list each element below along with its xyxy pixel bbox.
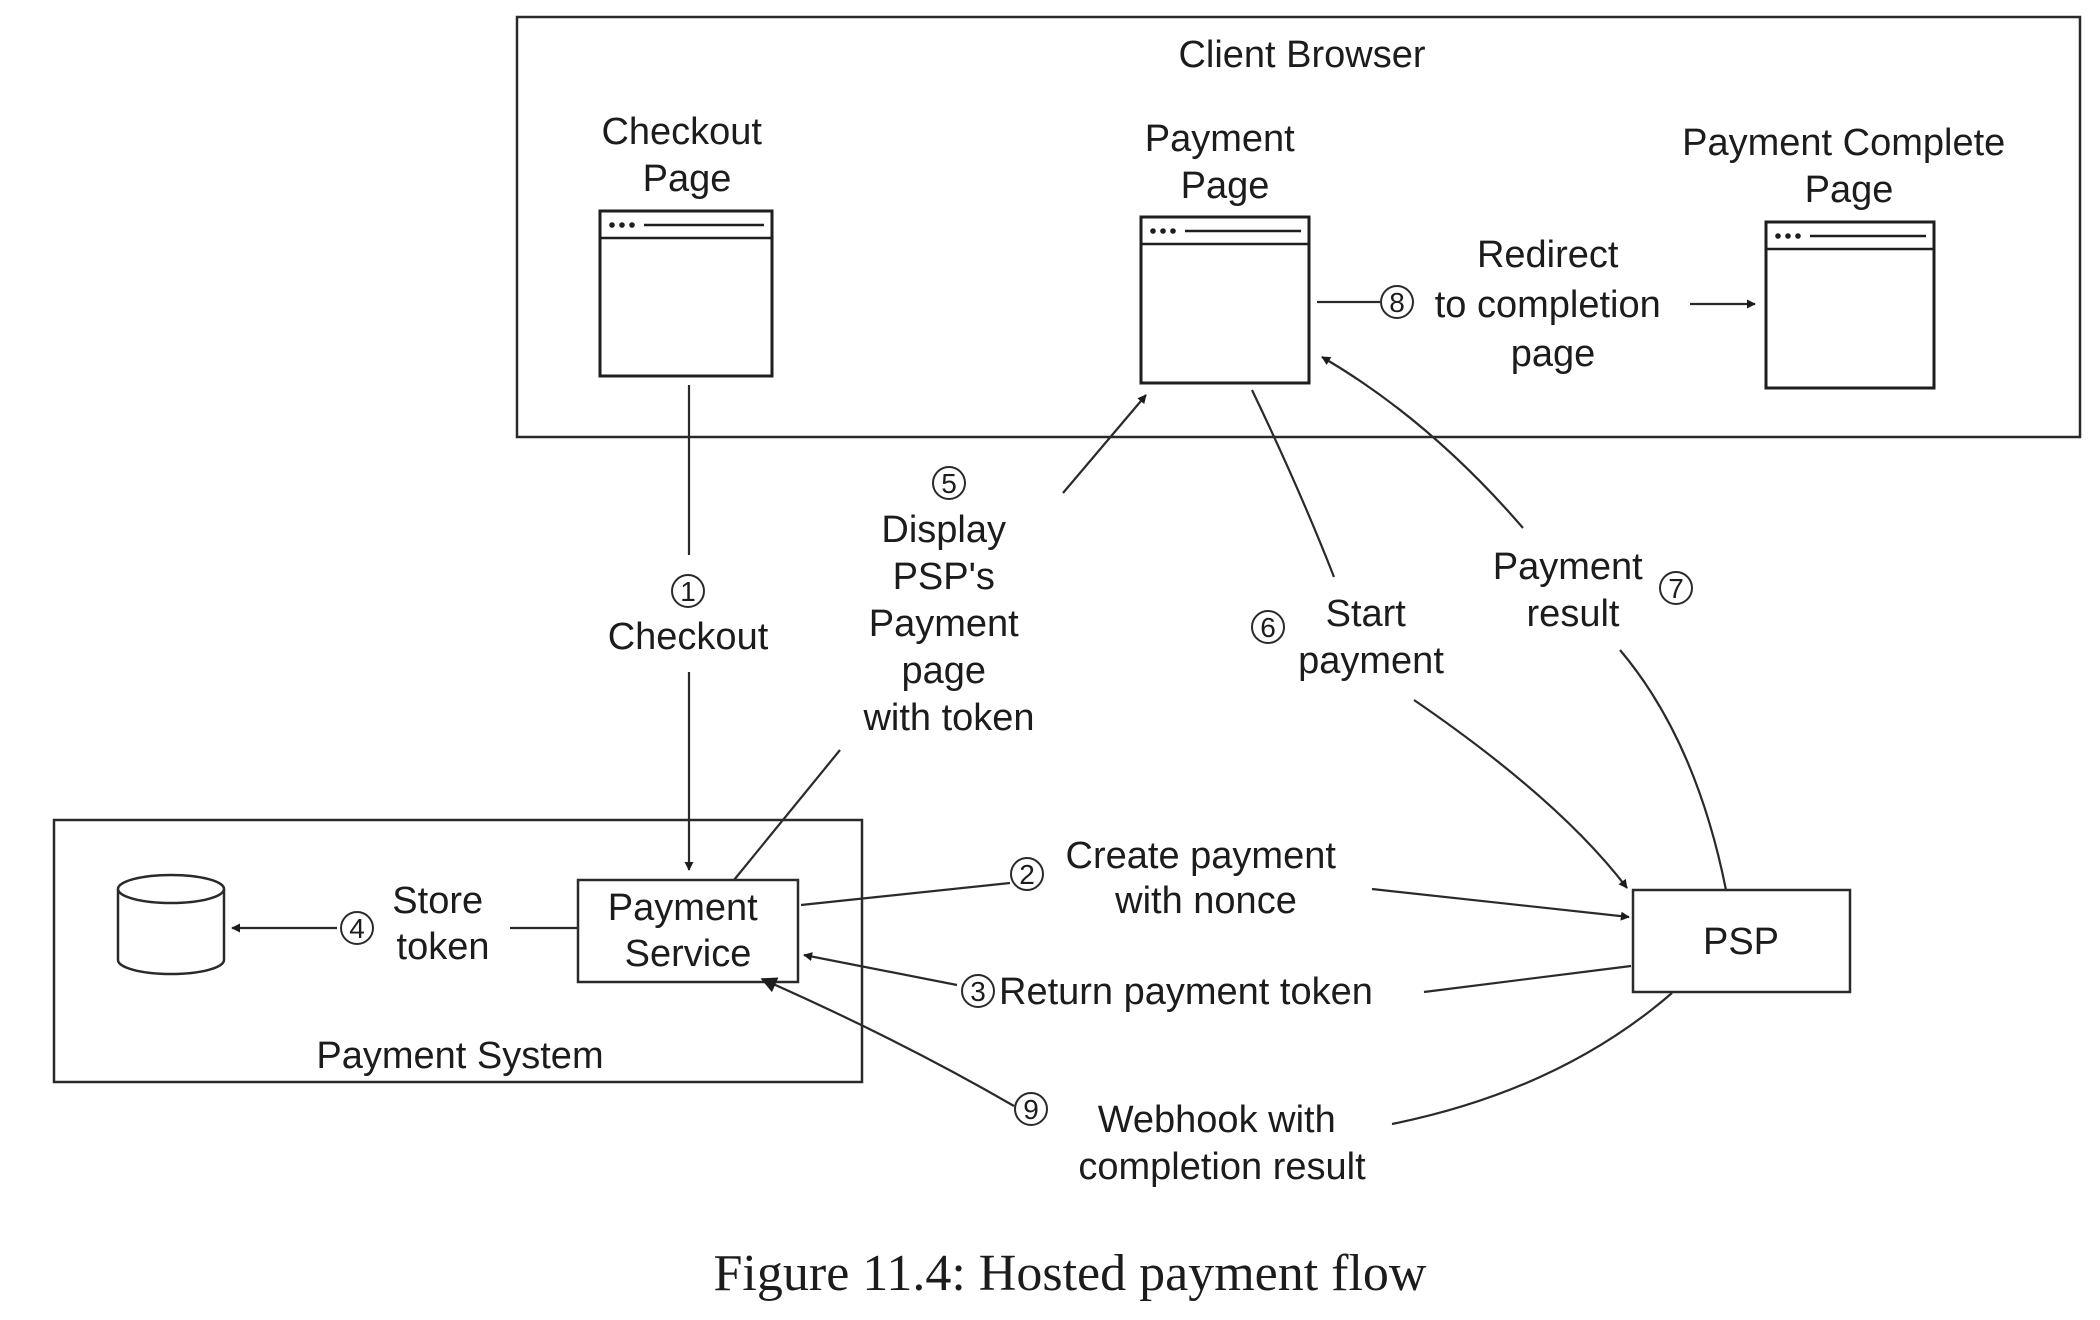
step-2-number-badge: [1010, 857, 1044, 891]
step-6-edge: 6 Start payment: [1251, 389, 1628, 889]
payment-page-label: Payment Page: [1145, 118, 1306, 207]
step-5-number: 5: [941, 468, 957, 499]
step-9-number-badge: [1014, 1092, 1048, 1126]
step-5-number-badge: [932, 466, 966, 500]
step-2-edge: 2 Create payment with nonce: [800, 835, 1630, 922]
step-8-edge: 8 Redirect to completion page: [1317, 234, 1756, 375]
psp-node: PSP: [1631, 888, 1852, 994]
step-2-number: 2: [1019, 859, 1035, 890]
step-7-number-badge: [1659, 571, 1693, 605]
payment-system-title: Payment System: [316, 1035, 603, 1077]
payment-complete-page-label: Payment Complete Page: [1682, 122, 2016, 211]
figure-caption: Figure 11.4: Hosted payment flow: [714, 1245, 1427, 1302]
step-9-edge: 9 Webhook with completion result: [760, 977, 1673, 1188]
payment-complete-page-node: Payment Complete Page: [1682, 122, 2016, 390]
step-4-number: 4: [349, 913, 365, 944]
step-3-number: 3: [970, 976, 986, 1007]
checkout-page-window-icon: [598, 209, 774, 378]
client-browser-title: Client Browser: [1178, 34, 1425, 76]
client-browser-group: Client Browser: [515, 15, 2082, 439]
payment-page-window-icon: [1139, 215, 1311, 385]
step-7-label: Payment result: [1493, 546, 1654, 635]
step-9-label: Webhook with completion result: [1078, 1099, 1366, 1188]
step-8-label: Redirect to completion page: [1435, 234, 1672, 375]
step-1-edge: 1 Checkout: [608, 385, 769, 871]
step-5-label: Display PSP's Payment page with token: [862, 509, 1034, 739]
step-1-number: 1: [680, 576, 696, 607]
step-4-edge: 4 Store token: [231, 880, 578, 968]
client-browser-box: [515, 15, 2082, 439]
step-5-edge: 5 Display PSP's Payment page with token: [733, 394, 1147, 881]
step-7-number: 7: [1668, 573, 1684, 604]
step-8-number: 8: [1389, 287, 1405, 318]
step-8-number-badge: [1380, 285, 1414, 319]
step-4-number-badge: [340, 911, 374, 945]
payment-complete-page-window-icon: [1764, 220, 1936, 390]
step-3-number-badge: [961, 974, 995, 1008]
step-3-edge: 3 Return payment token: [803, 952, 1632, 1013]
checkout-page-node: Checkout Page: [598, 111, 774, 378]
payment-system-group: Payment System: [52, 818, 864, 1084]
step-4-label: Store token: [392, 880, 493, 968]
step-1-label: Checkout: [608, 616, 769, 658]
step-7-edge: 7 Payment result: [1321, 356, 1728, 891]
step-9-number: 9: [1023, 1094, 1039, 1125]
step-6-number: 6: [1260, 612, 1276, 643]
checkout-page-label: Checkout Page: [601, 111, 772, 200]
step-6-number-badge: [1251, 610, 1285, 644]
psp-label: PSP: [1703, 921, 1779, 963]
payment-system-box: [52, 818, 864, 1084]
psp-box: [1631, 888, 1852, 994]
step-2-label: Create payment with nonce: [1066, 835, 1347, 922]
database-cylinder-icon: [116, 873, 226, 976]
payment-service-box: [576, 878, 800, 984]
payment-page-node: Payment Page: [1139, 118, 1311, 385]
payment-service-node: Payment Service: [576, 878, 800, 984]
step-6-label: Start payment: [1298, 593, 1444, 682]
step-1-number-badge: [671, 574, 705, 608]
step-3-label: Return payment token: [999, 971, 1373, 1013]
payment-service-label: Payment Service: [608, 887, 769, 975]
